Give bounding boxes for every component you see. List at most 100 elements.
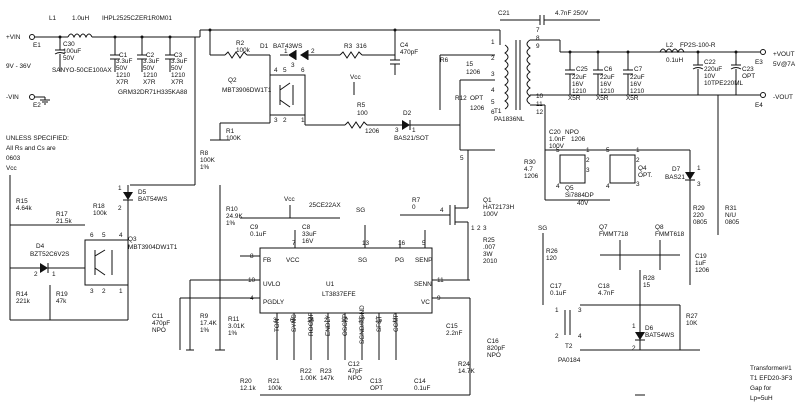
pin-uvlo: UVLO — [263, 281, 280, 288]
q2-pin2: 2 — [283, 117, 287, 124]
q7-value: FMMT718 — [599, 231, 629, 238]
r11-tol: 1% — [228, 330, 238, 337]
r17-name: R17 — [56, 211, 68, 218]
vcc-label-left: Vcc — [6, 165, 17, 172]
l2-part: FP2S-100-R — [680, 42, 716, 49]
d7-diode — [685, 172, 695, 180]
pin-senp: SENP — [415, 257, 432, 264]
vin-neg-terminal[interactable] — [29, 94, 35, 100]
r26-name: R26 — [546, 248, 558, 255]
c15-value: 2.2nF — [446, 330, 462, 337]
r15-name: R15 — [16, 198, 28, 205]
sg-label-mid: SG — [356, 207, 365, 214]
d6-value: BAT54WS — [645, 332, 674, 339]
r29-name: R29 — [693, 205, 705, 212]
c3-rating: 50V — [171, 65, 183, 72]
r6-name: R6 — [440, 57, 449, 64]
vin-pos-terminal[interactable] — [29, 34, 35, 40]
c2-dielectric: X7R — [143, 79, 156, 86]
c20-pkg: 1206 — [571, 136, 586, 143]
q1-rating: 100V — [483, 211, 499, 218]
c30-name: C30 — [63, 41, 75, 48]
r30-value: 4.7 — [524, 166, 533, 173]
output-section: C25 22uF 16V 1210 X5R C6 22uF 16V 1210 X… — [530, 39, 796, 109]
q3-pin5: 5 — [102, 232, 106, 239]
q5-pin3: 3 — [586, 167, 590, 174]
pin-vcc: VCC — [286, 257, 300, 264]
c22-value: 220uF — [704, 66, 722, 73]
pin-fb: FB — [263, 257, 271, 264]
r25-rating: 3W — [483, 251, 494, 258]
r18-name: R18 — [93, 203, 105, 210]
r10-name: R10 — [226, 206, 238, 213]
d7-pin3: 3 — [697, 181, 701, 188]
r28-name: R28 — [643, 275, 655, 282]
r3-name: R3 — [344, 43, 353, 50]
q7-name: Q7 — [599, 224, 608, 231]
vcc-label-top: Vcc — [350, 74, 361, 81]
c25-pkg: 1210 — [572, 88, 587, 95]
d2-pin1: 1 — [412, 127, 416, 134]
e4-label: E4 — [755, 102, 763, 109]
tnote-line2: T1 EFD20-3F3 — [750, 375, 793, 382]
q2-pin4: 4 — [274, 67, 278, 74]
note-pkg: 0603 — [6, 155, 21, 162]
q2-value: MBT3906DW1T1 — [222, 87, 272, 94]
e2-label: E2 — [33, 102, 41, 109]
r20-name: R20 — [240, 378, 252, 385]
c12-value: 47pF — [348, 368, 363, 375]
ground-symbols — [186, 139, 645, 396]
d6-pin2: 2 — [632, 345, 636, 352]
c14-value: 0.1uF — [414, 385, 430, 392]
r8-value: 100K — [200, 157, 216, 164]
q1-pin5: 5 — [460, 155, 464, 162]
d4-diode — [40, 263, 48, 273]
c7-value: 22uF — [630, 74, 645, 81]
vin-range: 9V - 36V — [6, 63, 32, 70]
t2-value: PA0184 — [558, 357, 581, 364]
r21-name: R21 — [268, 378, 280, 385]
vout-spec: 5V@7A — [773, 61, 796, 68]
r3-value: 316 — [356, 43, 367, 50]
c23-name: C23 — [742, 66, 754, 73]
c20-npo: NPO — [565, 129, 579, 136]
vout-pos-terminal[interactable] — [760, 49, 766, 55]
t1-value: PA1836NL — [494, 116, 525, 123]
tnote-line4: Lp=5uH — [750, 395, 773, 402]
r6-value: 15 — [466, 61, 474, 68]
q4-mosfet — [609, 154, 636, 184]
tnote-line3: Gap for — [750, 385, 772, 392]
q3-name: Q3 — [128, 236, 137, 243]
d5-name: D5 — [138, 189, 147, 196]
q1-pin1: 1 — [471, 225, 475, 232]
q5-rating: 40V — [577, 200, 589, 207]
l2-name: L2 — [666, 42, 674, 49]
q3-value: MBT3904DW1T1 — [128, 244, 178, 251]
r11-value: 3.01K — [228, 323, 245, 330]
c30-rating: 50V — [63, 55, 75, 62]
q5-name: Q5 — [565, 185, 574, 192]
r2-resistor — [224, 51, 248, 59]
c9-value: 0.1uF — [250, 231, 266, 238]
q4-pin4: 4 — [606, 183, 610, 190]
d5-value: BAT54WS — [138, 196, 167, 203]
note-unless: UNLESS SPECIFIED: — [6, 135, 69, 142]
r19-value: 47k — [56, 298, 67, 305]
c19-pkg: 1206 — [695, 267, 710, 274]
vout-neg-terminal[interactable] — [760, 92, 766, 98]
q5-pin2: 2 — [586, 157, 590, 164]
c1-pkg: 1210 — [116, 72, 131, 79]
ic-support-parts: R10 24.9K 1% Vcc C9 0.1uF 25CE22AX C8 33… — [152, 125, 515, 396]
transformer-note: Transformer#1 T1 EFD20-3F3 Gap for Lp=5u… — [750, 365, 793, 402]
startup-section: R2 100k D1 BAT43WS 3 1 2 R3 316 C4 470pF — [208, 28, 460, 142]
c12-dielectric: NPO — [348, 375, 362, 382]
c18-name: C18 — [598, 283, 610, 290]
d7-value: BAS21 — [665, 174, 685, 181]
r14-name: R14 — [16, 291, 28, 298]
r20-value: 12.1k — [240, 385, 256, 392]
c2-pkg: 1210 — [143, 72, 158, 79]
l2-value: 0.1uH — [666, 57, 683, 64]
d1-value: BAT43WS — [273, 43, 302, 50]
t1-pin6: 6 — [491, 109, 495, 116]
grm-part: GRM32DR71H335KA88 — [118, 89, 188, 96]
